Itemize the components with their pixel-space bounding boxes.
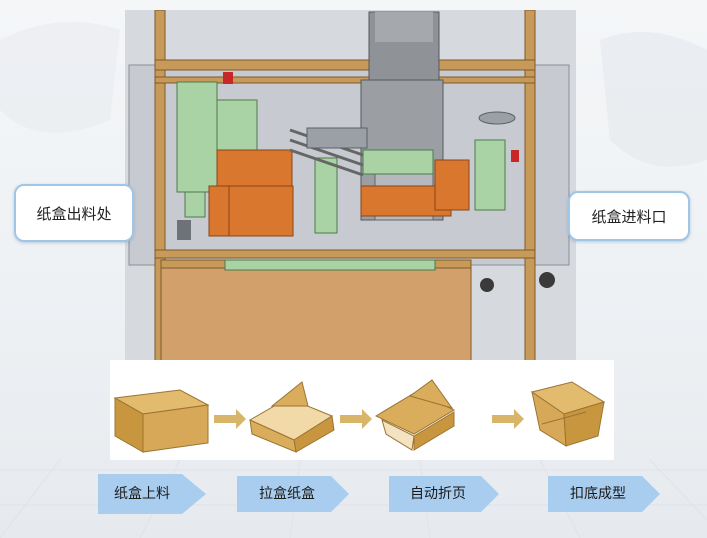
step-bottom-forming-label: 扣底成型 — [570, 485, 626, 502]
step-arrow-shape — [389, 476, 499, 512]
machine-cad-view — [125, 10, 576, 362]
step-arrow-shape — [548, 476, 660, 512]
stack-of-boxes-illustration — [113, 389, 210, 453]
arrow-icon — [492, 409, 524, 429]
step-box-loading-label: 纸盒上料 — [114, 485, 170, 502]
opened-box-illustration — [248, 381, 335, 453]
step-arrow-shape — [98, 474, 206, 514]
arrow-icon — [214, 409, 246, 429]
process-illustration — [113, 379, 606, 453]
folding-box-illustration — [374, 379, 456, 451]
box-exit-label-text: 纸盒出料处 — [36, 204, 112, 223]
step-pull-box-label: 拉盒纸盒 — [259, 485, 315, 502]
process-illustration-panel — [110, 360, 614, 460]
step-auto-fold: 自动折页 — [389, 476, 501, 512]
step-pull-box: 拉盒纸盒 — [237, 476, 351, 512]
box-exit-label: 纸盒出料处 — [14, 184, 134, 242]
box-entry-label: 纸盒进料口 — [568, 191, 690, 241]
arrow-icon — [340, 409, 372, 429]
formed-box-illustration — [530, 381, 606, 447]
step-box-loading: 纸盒上料 — [98, 474, 208, 514]
box-entry-label-text: 纸盒进料口 — [591, 207, 667, 226]
step-bottom-forming: 扣底成型 — [548, 476, 662, 512]
step-arrow-shape — [237, 476, 349, 512]
step-auto-fold-label: 自动折页 — [410, 485, 466, 502]
